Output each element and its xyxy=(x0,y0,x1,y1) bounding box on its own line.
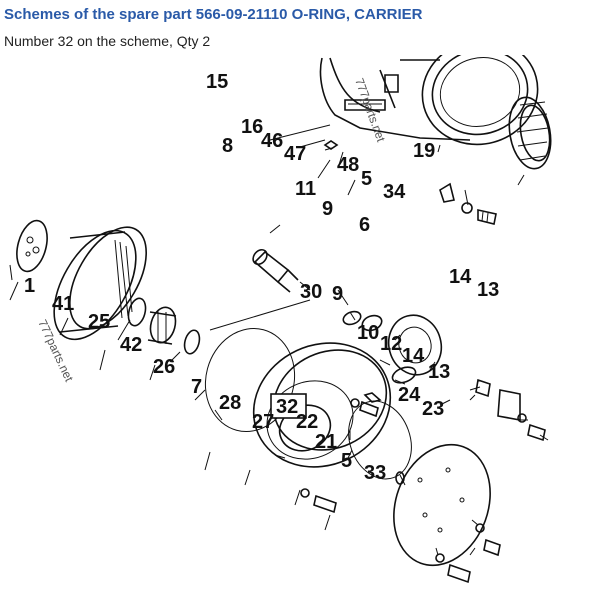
part-label-8: 8 xyxy=(222,135,233,157)
part-info: Number 32 on the scheme, Qty 2 xyxy=(4,33,211,49)
part-label-1: 1 xyxy=(24,275,35,297)
part-label-24: 24 xyxy=(398,384,421,406)
carrier-drawing xyxy=(204,327,412,480)
small-parts-top xyxy=(323,140,497,225)
part-label-19: 19 xyxy=(413,140,435,162)
part-label-41: 41 xyxy=(52,293,74,315)
part-label-28: 28 xyxy=(219,392,241,414)
part-label-13: 13 xyxy=(477,279,499,301)
part-label-9b: 9 xyxy=(332,283,343,305)
pin-30-drawing xyxy=(252,248,299,293)
part-label-11: 11 xyxy=(295,178,316,200)
part-label-14b: 14 xyxy=(402,345,425,367)
highlight-box-part-32 xyxy=(270,393,307,419)
part-label-48: 48 xyxy=(337,154,359,176)
part-label-5b: 5 xyxy=(341,450,352,472)
part-label-7: 7 xyxy=(191,376,202,398)
page-title: Schemes of the spare part 566-09-21110 O… xyxy=(4,6,423,23)
part-label-16: 16 xyxy=(241,116,263,138)
part-label-13b: 13 xyxy=(428,361,450,383)
part-label-34: 34 xyxy=(383,181,406,203)
part-label-30: 30 xyxy=(300,281,322,303)
part-number-labels: 15 16 46 8 47 48 19 5 34 11 9 6 14 13 1 … xyxy=(24,71,499,484)
part-label-47: 47 xyxy=(284,143,306,165)
part-label-6: 6 xyxy=(359,214,370,236)
left-bearing-group: 777parts.net xyxy=(16,219,147,384)
bearing-assembly-left xyxy=(127,297,201,355)
part-label-9: 9 xyxy=(322,198,333,220)
part-label-27: 27 xyxy=(252,411,274,433)
leader-lines xyxy=(9,124,549,556)
part-label-26: 26 xyxy=(153,356,175,378)
part-label-10: 10 xyxy=(357,322,379,344)
exploded-scheme-diagram: 777parts.net 777parts.net xyxy=(0,55,600,600)
part-label-46: 46 xyxy=(261,130,283,152)
part-label-25: 25 xyxy=(88,311,110,333)
part-label-15: 15 xyxy=(206,71,228,93)
part-label-21: 21 xyxy=(315,431,337,453)
part-label-23: 23 xyxy=(422,398,444,420)
part-label-14: 14 xyxy=(449,266,472,288)
part-label-22: 22 xyxy=(296,411,318,433)
part-label-42: 42 xyxy=(120,334,142,356)
part-label-32: 32 xyxy=(276,396,298,418)
part-label-5: 5 xyxy=(361,168,372,190)
cover-plate-group xyxy=(300,398,501,584)
part-label-33: 33 xyxy=(364,462,386,484)
part-label-12: 12 xyxy=(380,333,402,355)
